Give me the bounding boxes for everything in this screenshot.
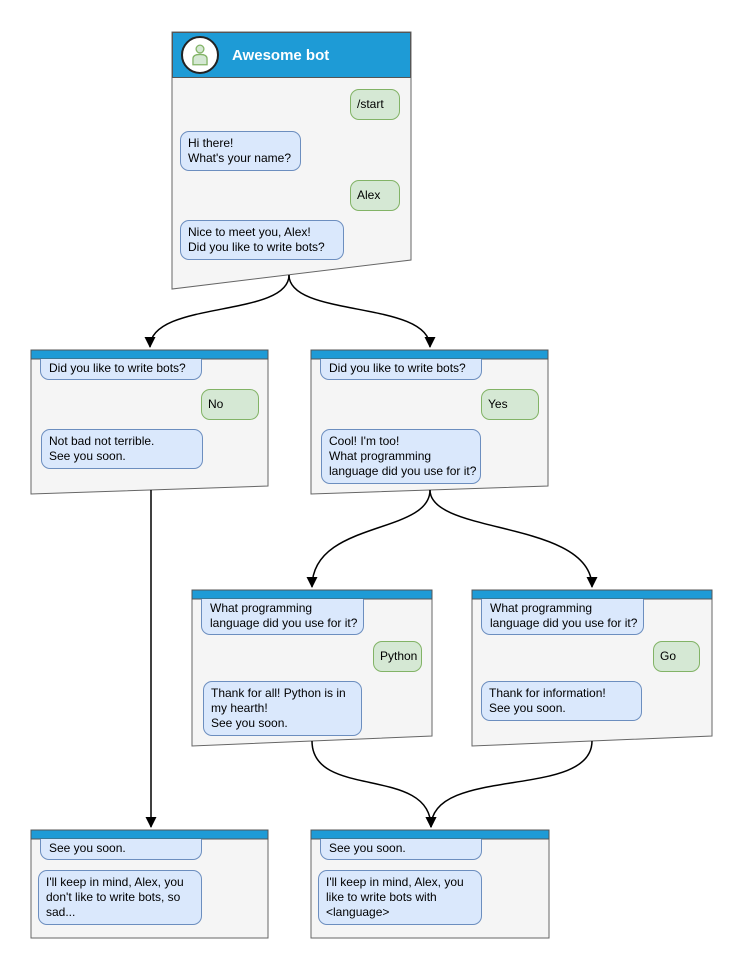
- chat-window-end-no-titlebar: [30, 829, 269, 840]
- bot-question-bubble: What programming language did you use fo…: [201, 599, 364, 635]
- connector-yes-to-go: [429, 489, 598, 588]
- user-answer-bubble: Go: [653, 641, 700, 672]
- chat-window-go-titlebar: [471, 589, 713, 600]
- user-answer-bubble: Python: [373, 641, 422, 672]
- user-message-bubble: Alex: [350, 180, 400, 211]
- bot-question-bubble: What programming language did you use fo…: [481, 599, 644, 635]
- bot-message-bubble: Thank for all! Python is in my hearth! S…: [203, 681, 362, 736]
- connector-yes-to-python: [306, 489, 431, 588]
- bot-message-bubble: I'll keep in mind, Alex, you don't like …: [38, 870, 202, 925]
- chat-window-start-header: Awesome bot: [172, 32, 411, 78]
- bot-message-bubble: Thank for information! See you soon.: [481, 681, 642, 721]
- bot-message-bubble: I'll keep in mind, Alex, you like to wri…: [318, 870, 482, 925]
- chat-window-no-titlebar: [30, 349, 269, 360]
- user-message-bubble: /start: [350, 89, 400, 120]
- connector-start-to-yes: [288, 274, 436, 348]
- bot-question-bubble: See you soon.: [320, 839, 482, 860]
- person-icon: [192, 44, 208, 66]
- connector-go-to-end-yes: [425, 740, 593, 828]
- bot-question-bubble: See you soon.: [40, 839, 202, 860]
- bot-window-title: Awesome bot: [232, 46, 330, 64]
- bot-message-bubble: Hi there! What's your name?: [180, 131, 301, 171]
- bot-message-bubble: Nice to meet you, Alex! Did you like to …: [180, 220, 344, 260]
- bot-message-bubble: Not bad not terrible. See you soon.: [41, 429, 203, 469]
- bot-question-bubble: Did you like to write bots?: [320, 359, 482, 380]
- connector-python-to-end-yes: [311, 740, 437, 828]
- bot-message-bubble: Cool! I'm too! What programming language…: [321, 429, 481, 484]
- bot-question-bubble: Did you like to write bots?: [40, 359, 202, 380]
- connector-start-to-no: [144, 274, 290, 348]
- bot-avatar: [181, 36, 219, 74]
- chat-window-yes-titlebar: [310, 349, 549, 360]
- chat-window-python-titlebar: [191, 589, 433, 600]
- user-answer-bubble: No: [201, 389, 259, 420]
- user-answer-bubble: Yes: [481, 389, 539, 420]
- chat-window-end-yes-titlebar: [310, 829, 550, 840]
